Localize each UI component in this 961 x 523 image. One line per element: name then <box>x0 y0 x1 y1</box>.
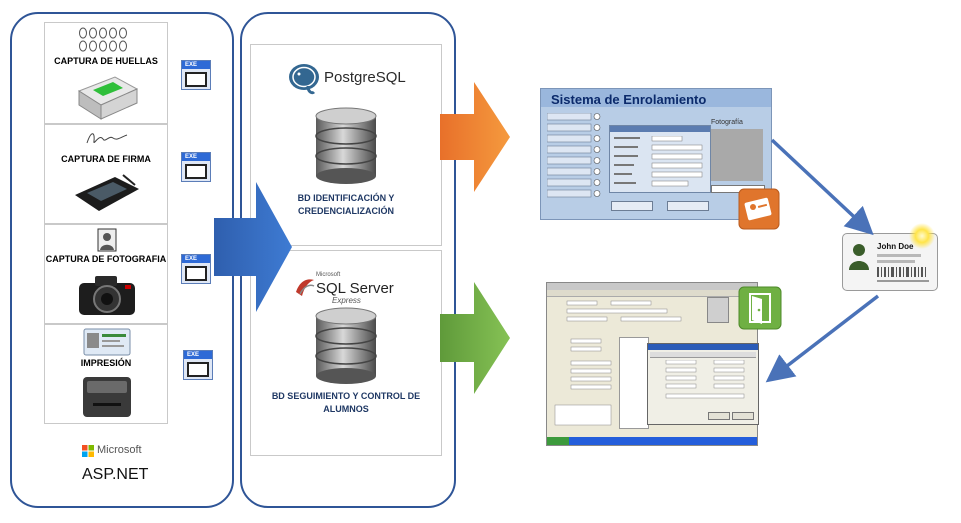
sparkle-icon <box>909 223 935 249</box>
signature-pad-icon <box>75 174 139 211</box>
enrollment-form-fields[interactable] <box>614 136 706 190</box>
sqlserver-logo-text: SQL Server <box>316 280 394 297</box>
sqlserver-logo-icon <box>296 279 315 296</box>
postgresql-logo-text: PostgreSQL <box>324 69 406 86</box>
signature-icon <box>86 133 128 144</box>
enrollment-side-menu[interactable] <box>547 113 603 209</box>
enrollment-title-bar <box>541 89 771 107</box>
postgresql-elephant-icon <box>289 64 319 95</box>
sqlserver-express-text: Express <box>332 296 361 305</box>
person-silhouette-icon <box>849 244 869 270</box>
blue-flow-arrow <box>214 182 292 312</box>
tracking-window <box>546 282 759 446</box>
enrollment-button-1[interactable] <box>611 201 653 211</box>
tracking-header-fields[interactable] <box>551 299 711 329</box>
tracking-dialog-fields[interactable] <box>652 360 754 408</box>
enrollment-photo-label: Fotografía <box>711 119 743 126</box>
capture-cell-photo: CAPTURA DE FOTOGRAFIA <box>44 224 168 324</box>
enrollment-form-panel <box>609 125 711 193</box>
connector-arrows <box>765 138 880 383</box>
connector-arrow-to-card <box>770 138 874 236</box>
capture-cell-printing: IMPRESIÓN <box>44 324 168 424</box>
capture-cell-fingerprints: CAPTURA DE HUELLAS <box>44 22 168 124</box>
enrollment-window: Sistema de Enrolamiento Fotografía <box>540 88 772 220</box>
tracking-photo-placeholder <box>707 297 729 323</box>
microsoft-logo-icon <box>82 445 94 457</box>
aspnet-brand-text: ASP.NET <box>82 466 149 483</box>
tracking-list-box[interactable] <box>619 337 649 429</box>
sqlserver-microsoft-text: Microsoft <box>316 272 341 278</box>
exe-signature-icon[interactable]: EXE <box>181 152 211 182</box>
id-badge-icon <box>83 328 131 356</box>
enrollment-badge-icon <box>738 188 780 230</box>
database-cylinder-icon <box>315 107 377 184</box>
portrait-icon <box>97 228 117 252</box>
capture-label-fingerprints: CAPTURA DE HUELLAS <box>54 56 158 66</box>
capture-label-printing: IMPRESIÓN <box>80 358 132 368</box>
microsoft-brand-text: Microsoft <box>97 444 142 456</box>
capture-label-photo: CAPTURA DE FOTOGRAFIA <box>45 254 167 264</box>
fingerprint-scanner-icon <box>77 76 139 120</box>
database-label-identification-line2: CREDENCIALIZACIÓN <box>298 206 394 216</box>
tracking-left-form[interactable] <box>551 335 621 435</box>
exe-fingerprints-icon[interactable]: EXE <box>181 60 211 90</box>
enrollment-title: Sistema de Enrolamiento <box>551 92 707 107</box>
exe-printing-icon[interactable]: EXE <box>183 350 213 380</box>
card-printer-icon <box>83 377 131 417</box>
green-flow-arrow <box>440 282 510 394</box>
capture-label-signature: CAPTURA DE FIRMA <box>61 154 151 164</box>
connector-arrow-to-tracking <box>765 294 880 383</box>
database-label-tracking-line2: ALUMNOS <box>323 404 369 414</box>
id-card-details <box>877 254 929 282</box>
tracking-taskbar <box>547 437 757 445</box>
camera-icon <box>79 276 135 315</box>
database-label-tracking-line1: BD SEGUIMIENTO Y CONTROL DE <box>271 391 421 401</box>
database-label-tracking: BD SEGUIMIENTO Y CONTROL DE ALUMNOS <box>250 390 442 416</box>
id-card-name: John Doe <box>877 242 914 251</box>
exit-door-icon <box>738 286 782 330</box>
enrollment-button-2[interactable] <box>667 201 709 211</box>
tracking-dialog <box>647 343 759 425</box>
exe-photo-icon[interactable]: EXE <box>181 254 211 284</box>
capture-cell-signature: CAPTURA DE FIRMA <box>44 124 168 224</box>
tracking-dialog-accept-button[interactable] <box>708 412 730 420</box>
database-label-identification: BD IDENTIFICACIÓN Y CREDENCIALIZACIÓN <box>250 192 442 218</box>
database-cylinder-icon-2 <box>315 307 377 384</box>
tracking-dialog-cancel-button[interactable] <box>732 412 754 420</box>
database-label-identification-line1: BD IDENTIFICACIÓN Y <box>297 193 395 203</box>
orange-flow-arrow <box>440 82 510 192</box>
enrollment-photo-placeholder <box>711 129 763 181</box>
fingerprints-icon <box>79 27 127 52</box>
